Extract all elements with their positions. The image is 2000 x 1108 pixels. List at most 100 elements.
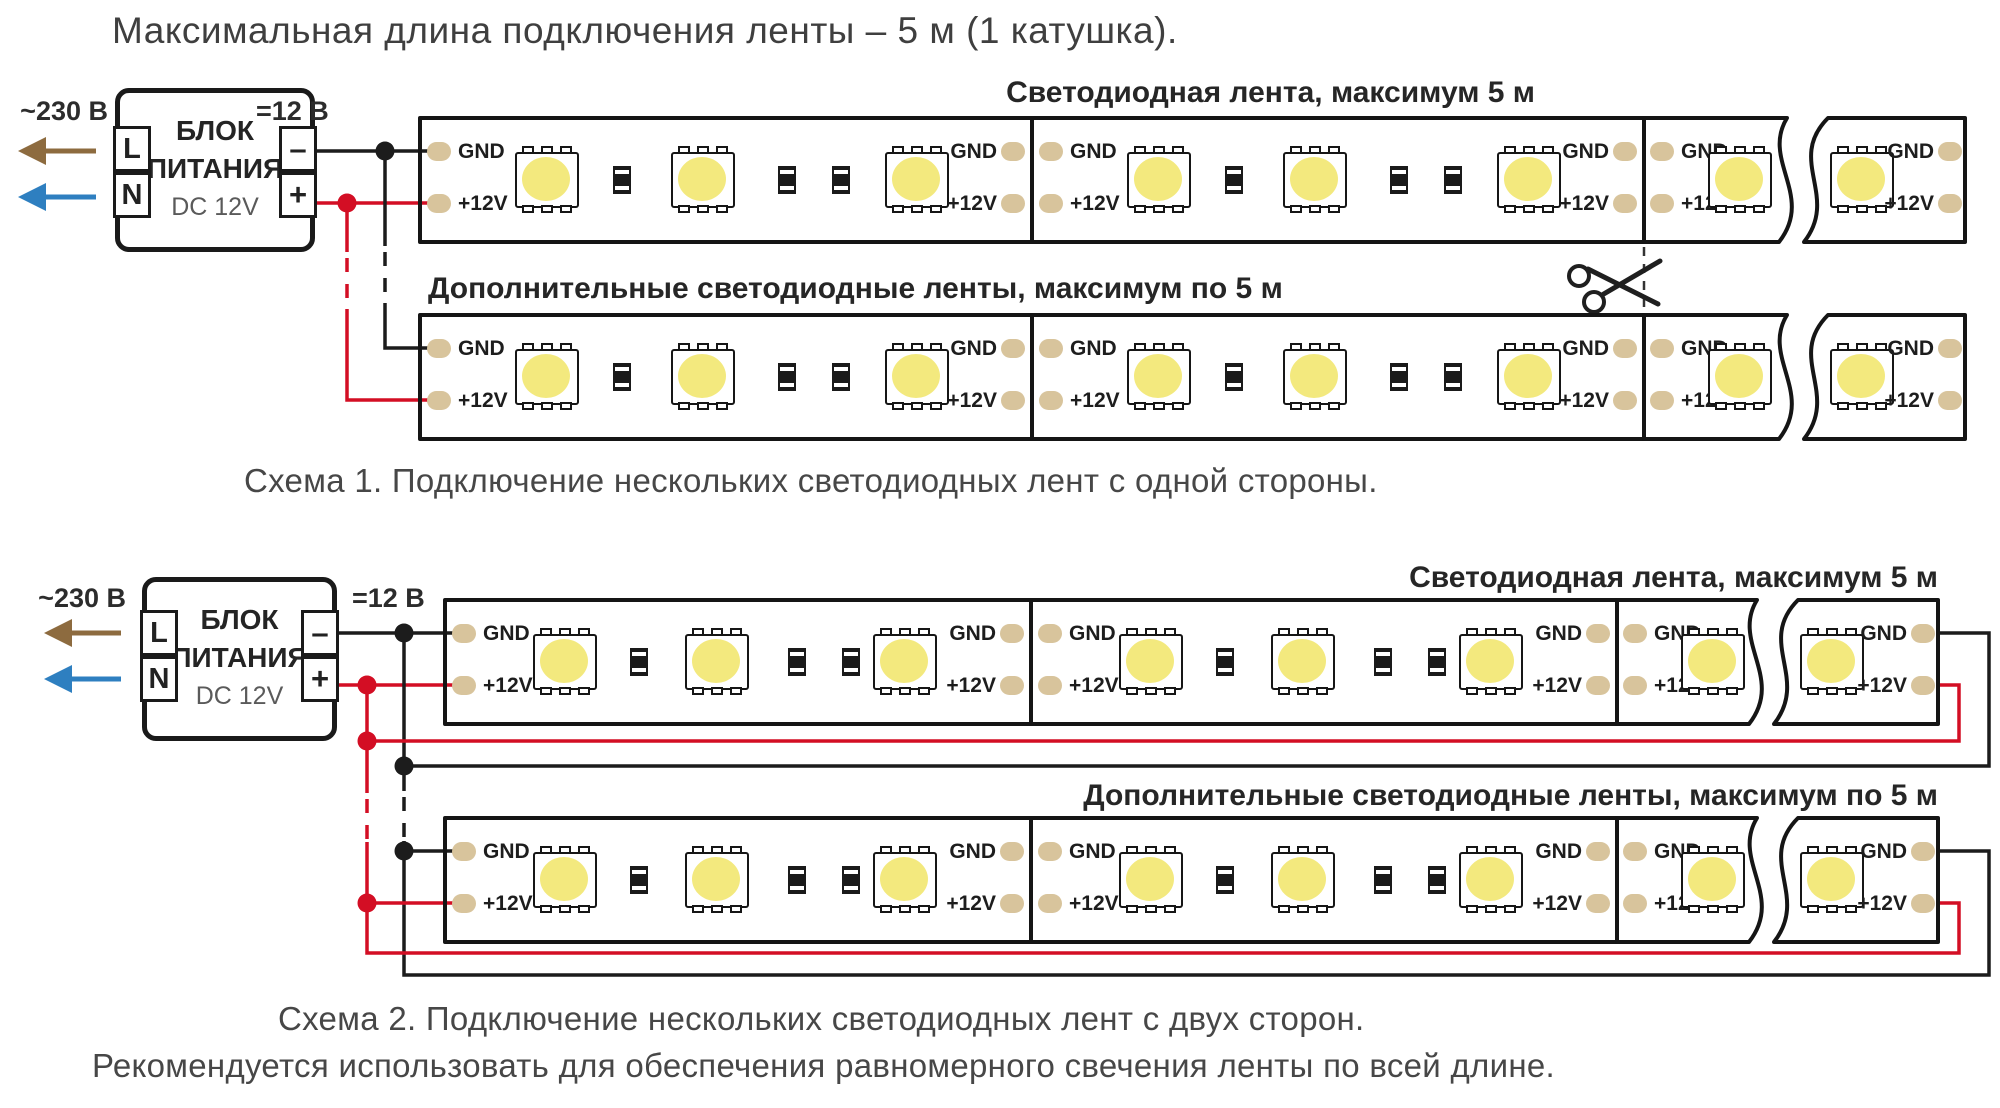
led-pin bbox=[1807, 687, 1819, 695]
solder-pad bbox=[1938, 142, 1962, 161]
resistor-stripe bbox=[834, 170, 848, 174]
led-pin bbox=[559, 905, 571, 913]
solder-pad bbox=[427, 391, 451, 410]
solder-pad bbox=[1911, 842, 1935, 861]
led-pin bbox=[1753, 146, 1765, 154]
led-pin bbox=[692, 628, 704, 636]
led-chip bbox=[1708, 343, 1772, 410]
resistor-stripe bbox=[1227, 186, 1241, 190]
resistor-stripe bbox=[615, 170, 629, 174]
resistor bbox=[788, 648, 806, 676]
led-pin bbox=[1542, 402, 1554, 410]
led-pin bbox=[1164, 628, 1176, 636]
solder-pad bbox=[1038, 624, 1062, 643]
led-pin bbox=[1688, 628, 1700, 636]
led-pin bbox=[716, 205, 728, 213]
pad-label-12v: +12V bbox=[1069, 892, 1119, 915]
led-pin bbox=[541, 146, 553, 154]
led-pin bbox=[1807, 905, 1819, 913]
led-pin bbox=[1297, 846, 1309, 854]
led-pin bbox=[711, 628, 723, 636]
led-pin bbox=[1278, 905, 1290, 913]
solder-pad bbox=[1001, 142, 1025, 161]
mains-neutral-arrowhead-icon bbox=[18, 183, 46, 211]
solder-pad bbox=[1623, 676, 1647, 695]
resistor-stripe bbox=[780, 383, 794, 387]
strip-outline bbox=[1615, 816, 1764, 944]
led-chip bbox=[1800, 846, 1864, 913]
led-pin bbox=[1290, 402, 1302, 410]
led-pin bbox=[1466, 905, 1478, 913]
pad-label-12v: +12V bbox=[1532, 892, 1582, 915]
led-chip bbox=[1271, 846, 1335, 913]
resistor bbox=[788, 866, 806, 894]
led-pin bbox=[899, 628, 911, 636]
pad-label-gnd: GND bbox=[1069, 622, 1116, 645]
solder-pad bbox=[1911, 676, 1935, 695]
led-emitter bbox=[1290, 354, 1338, 398]
led-pin bbox=[1126, 846, 1138, 854]
resistor-stripe bbox=[780, 367, 794, 371]
led-pin bbox=[1504, 205, 1516, 213]
led-emitter bbox=[1688, 857, 1736, 901]
pad-label-gnd: GND bbox=[458, 337, 505, 360]
led-pin bbox=[541, 343, 553, 351]
pad-label-12v: +12V bbox=[1559, 192, 1609, 215]
led-pin bbox=[730, 687, 742, 695]
led-pin bbox=[1734, 343, 1746, 351]
led-chip bbox=[515, 343, 579, 410]
led-pin bbox=[1875, 402, 1887, 410]
solder-pad bbox=[1911, 894, 1935, 913]
pad-label-gnd: GND bbox=[1562, 140, 1609, 163]
led-emitter bbox=[678, 354, 726, 398]
led-pin bbox=[1134, 343, 1146, 351]
led-chip bbox=[1708, 146, 1772, 213]
led-pin bbox=[892, 402, 904, 410]
led-pin bbox=[697, 205, 709, 213]
pad-label-gnd: GND bbox=[458, 140, 505, 163]
led-pin bbox=[899, 687, 911, 695]
led-pin bbox=[1707, 846, 1719, 854]
resistor-stripe bbox=[844, 886, 858, 890]
resistor-stripe bbox=[844, 652, 858, 656]
led-pin bbox=[1504, 687, 1516, 695]
led-pin bbox=[1523, 343, 1535, 351]
led-pin bbox=[678, 402, 690, 410]
led-pin bbox=[1837, 402, 1849, 410]
led-pin bbox=[1290, 343, 1302, 351]
led-pin bbox=[1707, 687, 1719, 695]
led-pin bbox=[1753, 402, 1765, 410]
resistor-stripe bbox=[834, 383, 848, 387]
solder-pad bbox=[1000, 676, 1024, 695]
led-pin bbox=[918, 687, 930, 695]
led-pin bbox=[711, 846, 723, 854]
led-chip bbox=[685, 628, 749, 695]
plus12v-return-wire bbox=[365, 842, 1961, 955]
led-pin bbox=[1845, 628, 1857, 636]
led-pin bbox=[1837, 343, 1849, 351]
led-chip bbox=[671, 146, 735, 213]
pad-label-gnd: GND bbox=[1887, 140, 1934, 163]
solder-pad bbox=[1938, 339, 1962, 358]
resistor-stripe bbox=[780, 186, 794, 190]
led-pin bbox=[1504, 343, 1516, 351]
solder-pad bbox=[1039, 391, 1063, 410]
led-pin bbox=[1328, 205, 1340, 213]
led-pin bbox=[1753, 205, 1765, 213]
led-pin bbox=[1278, 687, 1290, 695]
led-pin bbox=[1856, 343, 1868, 351]
led-pin bbox=[578, 846, 590, 854]
pad-label-gnd: GND bbox=[949, 840, 996, 863]
led-pin bbox=[892, 205, 904, 213]
resistor-stripe bbox=[844, 668, 858, 672]
led-pin bbox=[540, 628, 552, 636]
gnd-return-wire bbox=[402, 841, 1991, 977]
solder-pad bbox=[1000, 842, 1024, 861]
led-pin bbox=[697, 146, 709, 154]
solder-pad bbox=[1039, 339, 1063, 358]
resistor-stripe bbox=[1430, 668, 1444, 672]
solder-pad bbox=[1613, 391, 1637, 410]
led-pin bbox=[1542, 343, 1554, 351]
led-pin bbox=[1297, 905, 1309, 913]
led-chip bbox=[515, 146, 579, 213]
